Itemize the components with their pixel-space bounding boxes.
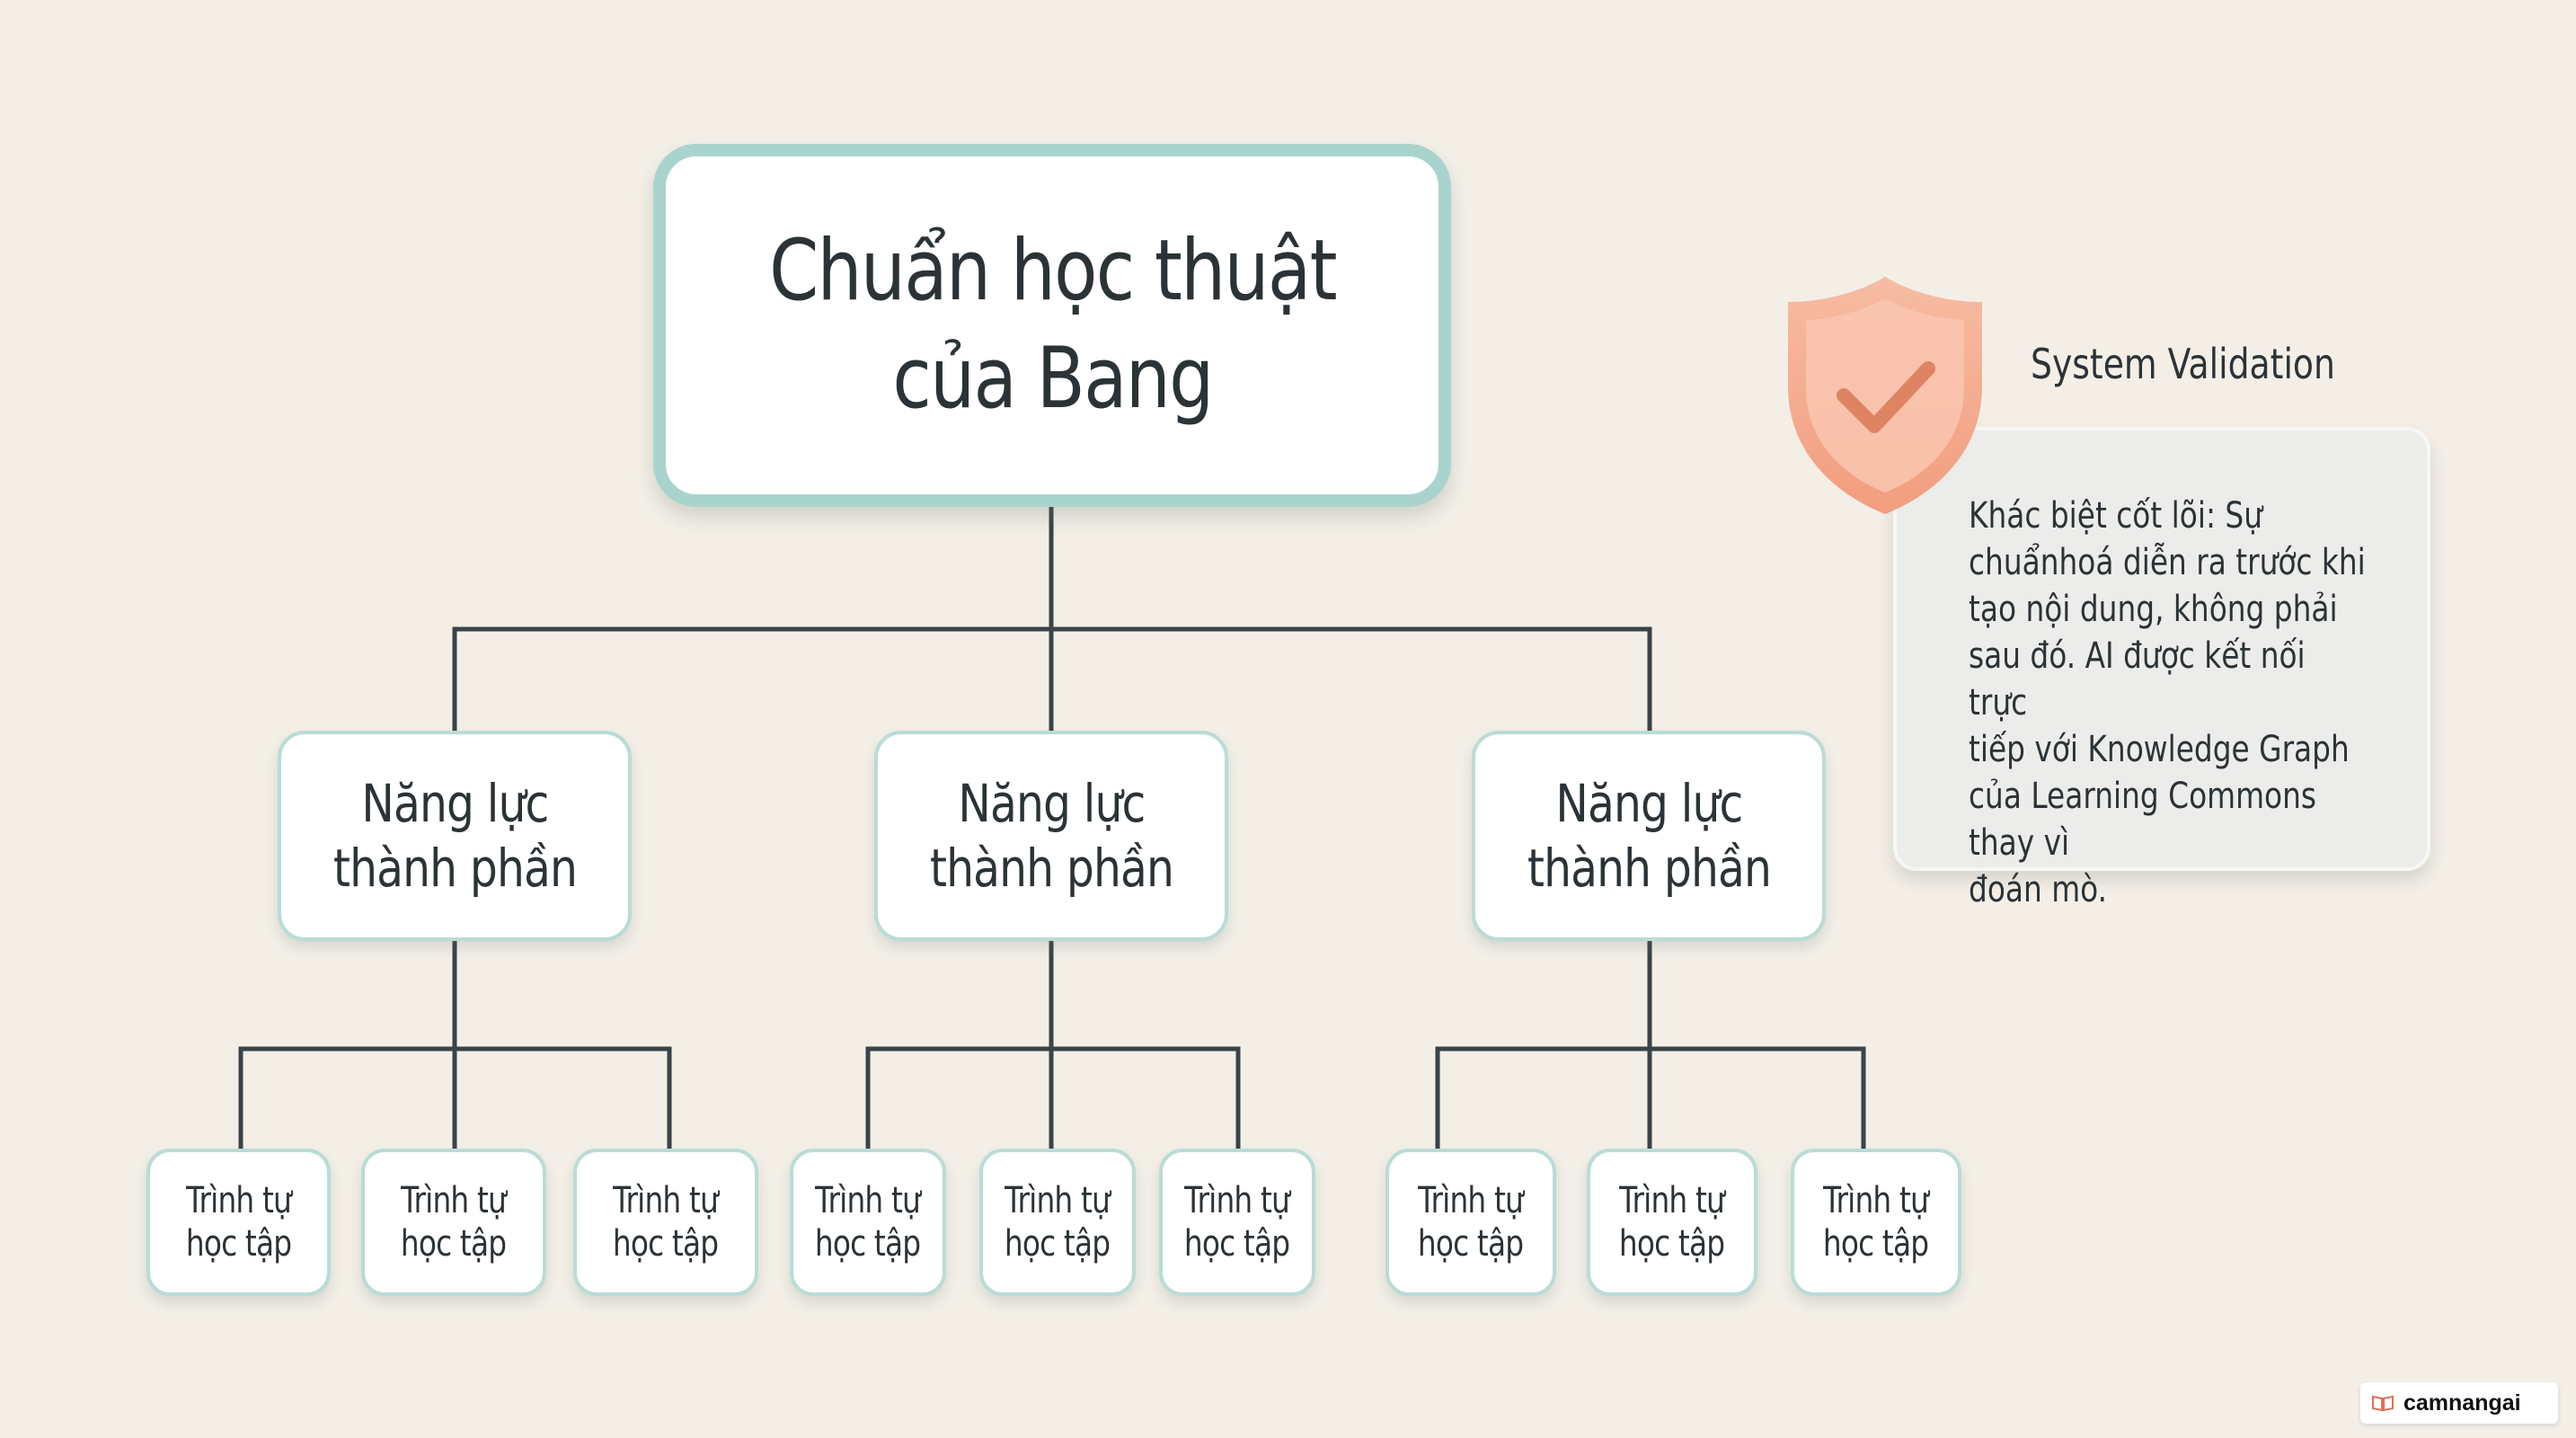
branch-2-connector <box>865 938 1241 1151</box>
validation-title: System Validation <box>2031 340 2335 388</box>
competency-node-3: Năng lực thành phần <box>1472 731 1826 941</box>
shield-check-icon <box>1788 277 1982 514</box>
sequence-label: Trình tự học tập <box>401 1180 507 1265</box>
sequence-node-2-1: Trình tự học tập <box>790 1149 946 1296</box>
sequence-label: Trình tự học tập <box>1823 1180 1929 1265</box>
sequence-node-1-2: Trình tự học tập <box>361 1149 546 1296</box>
sequence-node-2-2: Trình tự học tập <box>979 1149 1136 1296</box>
sequence-node-3-1: Trình tự học tập <box>1385 1149 1556 1296</box>
competency-label: Năng lực thành phần <box>929 773 1173 899</box>
sequence-node-3-2: Trình tự học tập <box>1587 1149 1757 1296</box>
competency-node-1: Năng lực thành phần <box>278 731 632 941</box>
sequence-node-3-3: Trình tự học tập <box>1791 1149 1961 1296</box>
watermark-label: camnangai <box>2403 1389 2521 1416</box>
book-icon <box>2372 1395 2394 1412</box>
sequence-node-1-3: Trình tự học tập <box>573 1149 758 1296</box>
sequence-label: Trình tự học tập <box>185 1180 292 1265</box>
branch-3-connector <box>1435 938 1866 1151</box>
sequence-label: Trình tự học tập <box>1005 1180 1111 1265</box>
root-node: Chuẩn học thuật của Bang <box>653 144 1451 507</box>
competency-node-2: Năng lực thành phần <box>874 731 1228 941</box>
sequence-label: Trình tự học tập <box>613 1180 719 1265</box>
watermark-badge: camnangai <box>2360 1382 2558 1424</box>
root-connector <box>452 504 1652 733</box>
sequence-label: Trình tự học tập <box>815 1180 921 1265</box>
competency-label: Năng lực thành phần <box>332 773 577 899</box>
sequence-label: Trình tự học tập <box>1619 1180 1725 1265</box>
competency-label: Năng lực thành phần <box>1527 773 1771 899</box>
root-label: Chuẩn học thuật của Bang <box>768 222 1337 428</box>
sequence-node-1-1: Trình tự học tập <box>146 1149 331 1296</box>
branch-1-connector <box>238 938 672 1151</box>
sequence-label: Trình tự học tập <box>1184 1180 1290 1265</box>
sequence-node-2-3: Trình tự học tập <box>1159 1149 1315 1296</box>
sequence-label: Trình tự học tập <box>1418 1180 1524 1265</box>
validation-text: Khác biệt cốt lõi: Sự chuẩnhoá diễn ra t… <box>1969 495 2366 910</box>
validation-card <box>1893 427 2430 871</box>
